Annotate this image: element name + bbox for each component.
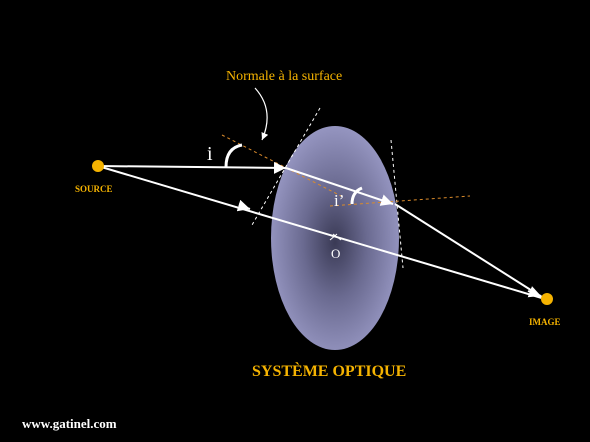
ray-refracted-inside <box>285 167 394 206</box>
central-ray-arrow-2 <box>527 286 542 298</box>
center-marker <box>329 233 342 241</box>
normal-label: Normale à la surface <box>226 69 342 84</box>
website-label: www.gatinel.com <box>22 416 117 431</box>
ray-emergent <box>394 203 546 300</box>
ray-central <box>97 165 546 300</box>
system-title: SYSTÈME OPTIQUE <box>252 361 406 380</box>
angle-arc-i <box>224 143 243 168</box>
angle-arc-i-prime <box>350 186 363 205</box>
image-label: IMAGE <box>529 317 561 327</box>
normal-line-entry <box>221 134 346 199</box>
angle-i-label: i <box>207 143 213 165</box>
center-label: O <box>331 246 340 261</box>
tangent-line-entry <box>251 107 321 226</box>
source-label: SOURCE <box>75 184 113 194</box>
source-point <box>92 160 104 172</box>
normal-line-exit <box>329 195 471 207</box>
ray-incident <box>97 161 287 174</box>
angle-i-prime-label: i’ <box>334 191 344 210</box>
central-ray-arrow-1 <box>236 199 251 212</box>
lens <box>271 126 399 350</box>
pointer-arrow <box>254 87 269 141</box>
image-point <box>541 293 553 305</box>
